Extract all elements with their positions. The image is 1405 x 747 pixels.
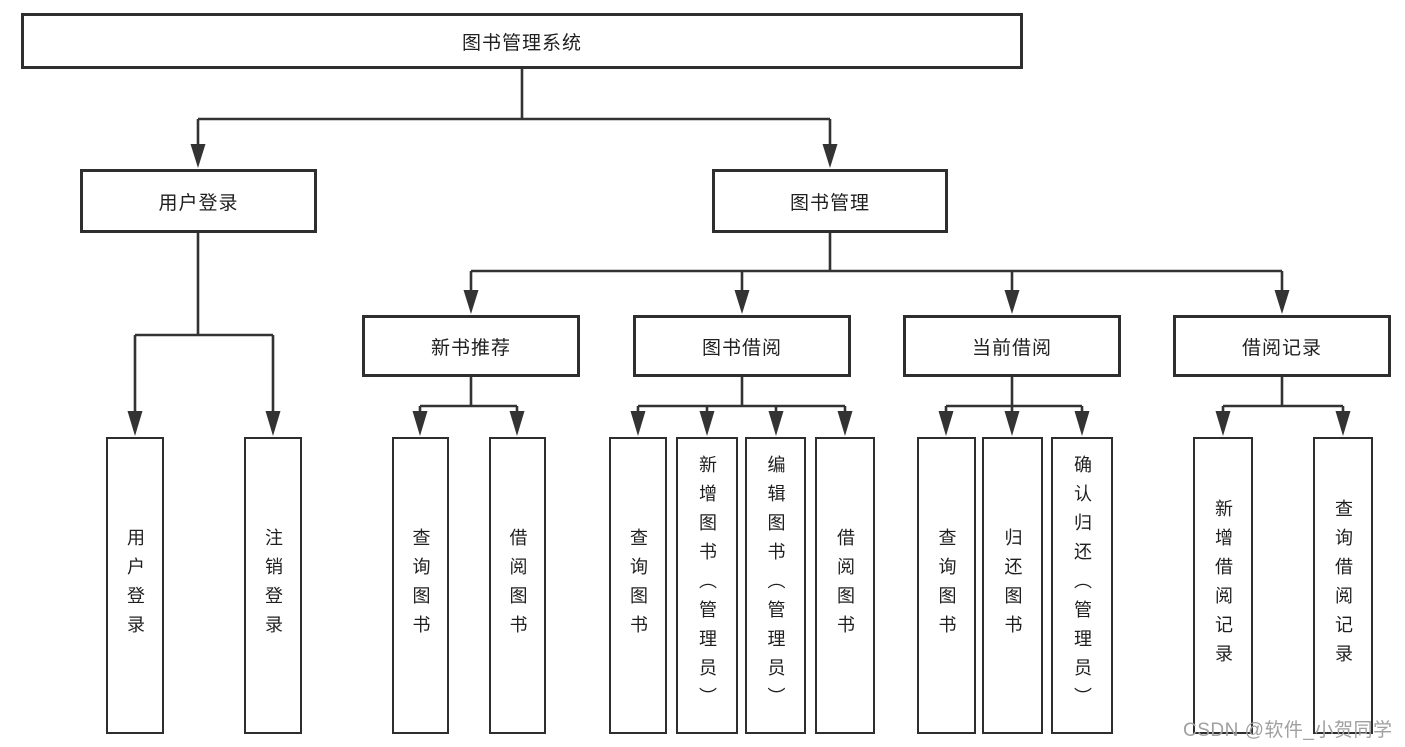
leaf-query-borrow-record-label: 查询借阅记录 xyxy=(1333,498,1353,673)
node-book-management: 图书管理 xyxy=(712,169,948,233)
leaf-logout-label: 注销登录 xyxy=(263,527,283,644)
node-book-borrowing: 图书借阅 xyxy=(633,315,851,377)
csdn-watermark: CSDN @软件_小贺同学 xyxy=(1183,720,1393,741)
leaf-add-books-admin-label: 新增图书（管理员） xyxy=(697,455,717,716)
leaf-query-borrow-record: 查询借阅记录 xyxy=(1313,437,1373,734)
node-current-borrowing-label: 当前借阅 xyxy=(971,337,1052,359)
node-current-borrowing: 当前借阅 xyxy=(903,315,1121,377)
node-user-login-label: 用户登录 xyxy=(158,192,239,214)
leaf-recommend-borrow-books: 借阅图书 xyxy=(489,437,546,734)
node-new-book-recommend-label: 新书推荐 xyxy=(430,337,511,359)
node-library-system: 图书管理系统 xyxy=(21,13,1023,69)
leaf-borrowing-query-books: 查询图书 xyxy=(609,437,667,734)
leaf-add-borrow-record-label: 新增借阅记录 xyxy=(1213,498,1233,673)
leaf-add-borrow-record: 新增借阅记录 xyxy=(1193,437,1253,734)
node-book-management-label: 图书管理 xyxy=(789,192,870,214)
node-user-login: 用户登录 xyxy=(80,169,317,233)
leaf-current-query-books: 查询图书 xyxy=(917,437,976,734)
leaf-borrow-books-label: 借阅图书 xyxy=(835,527,855,644)
leaf-user-login-label: 用户登录 xyxy=(125,527,145,644)
leaf-borrowing-query-books-label: 查询图书 xyxy=(628,527,648,644)
node-borrowing-records-label: 借阅记录 xyxy=(1241,337,1322,359)
node-library-system-label: 图书管理系统 xyxy=(461,32,582,54)
node-new-book-recommend: 新书推荐 xyxy=(362,315,580,377)
leaf-confirm-return-admin: 确认归还（管理员） xyxy=(1051,437,1113,734)
leaf-confirm-return-admin-label: 确认归还（管理员） xyxy=(1072,455,1092,716)
node-book-borrowing-label: 图书借阅 xyxy=(701,337,782,359)
leaf-borrow-books: 借阅图书 xyxy=(815,437,875,734)
leaf-edit-books-admin-label: 编辑图书（管理员） xyxy=(765,455,786,716)
leaf-current-query-books-label: 查询图书 xyxy=(936,527,957,644)
leaf-return-books-label: 归还图书 xyxy=(1002,527,1023,644)
leaf-logout: 注销登录 xyxy=(244,437,302,734)
leaf-recommend-borrow-books-label: 借阅图书 xyxy=(507,527,528,644)
leaf-return-books: 归还图书 xyxy=(982,437,1043,734)
leaf-recommend-query-books: 查询图书 xyxy=(392,437,449,734)
node-borrowing-records: 借阅记录 xyxy=(1173,315,1391,377)
leaf-recommend-query-books-label: 查询图书 xyxy=(410,527,431,644)
leaf-user-login: 用户登录 xyxy=(106,437,164,734)
leaf-edit-books-admin: 编辑图书（管理员） xyxy=(745,437,806,734)
leaf-add-books-admin: 新增图书（管理员） xyxy=(676,437,738,734)
